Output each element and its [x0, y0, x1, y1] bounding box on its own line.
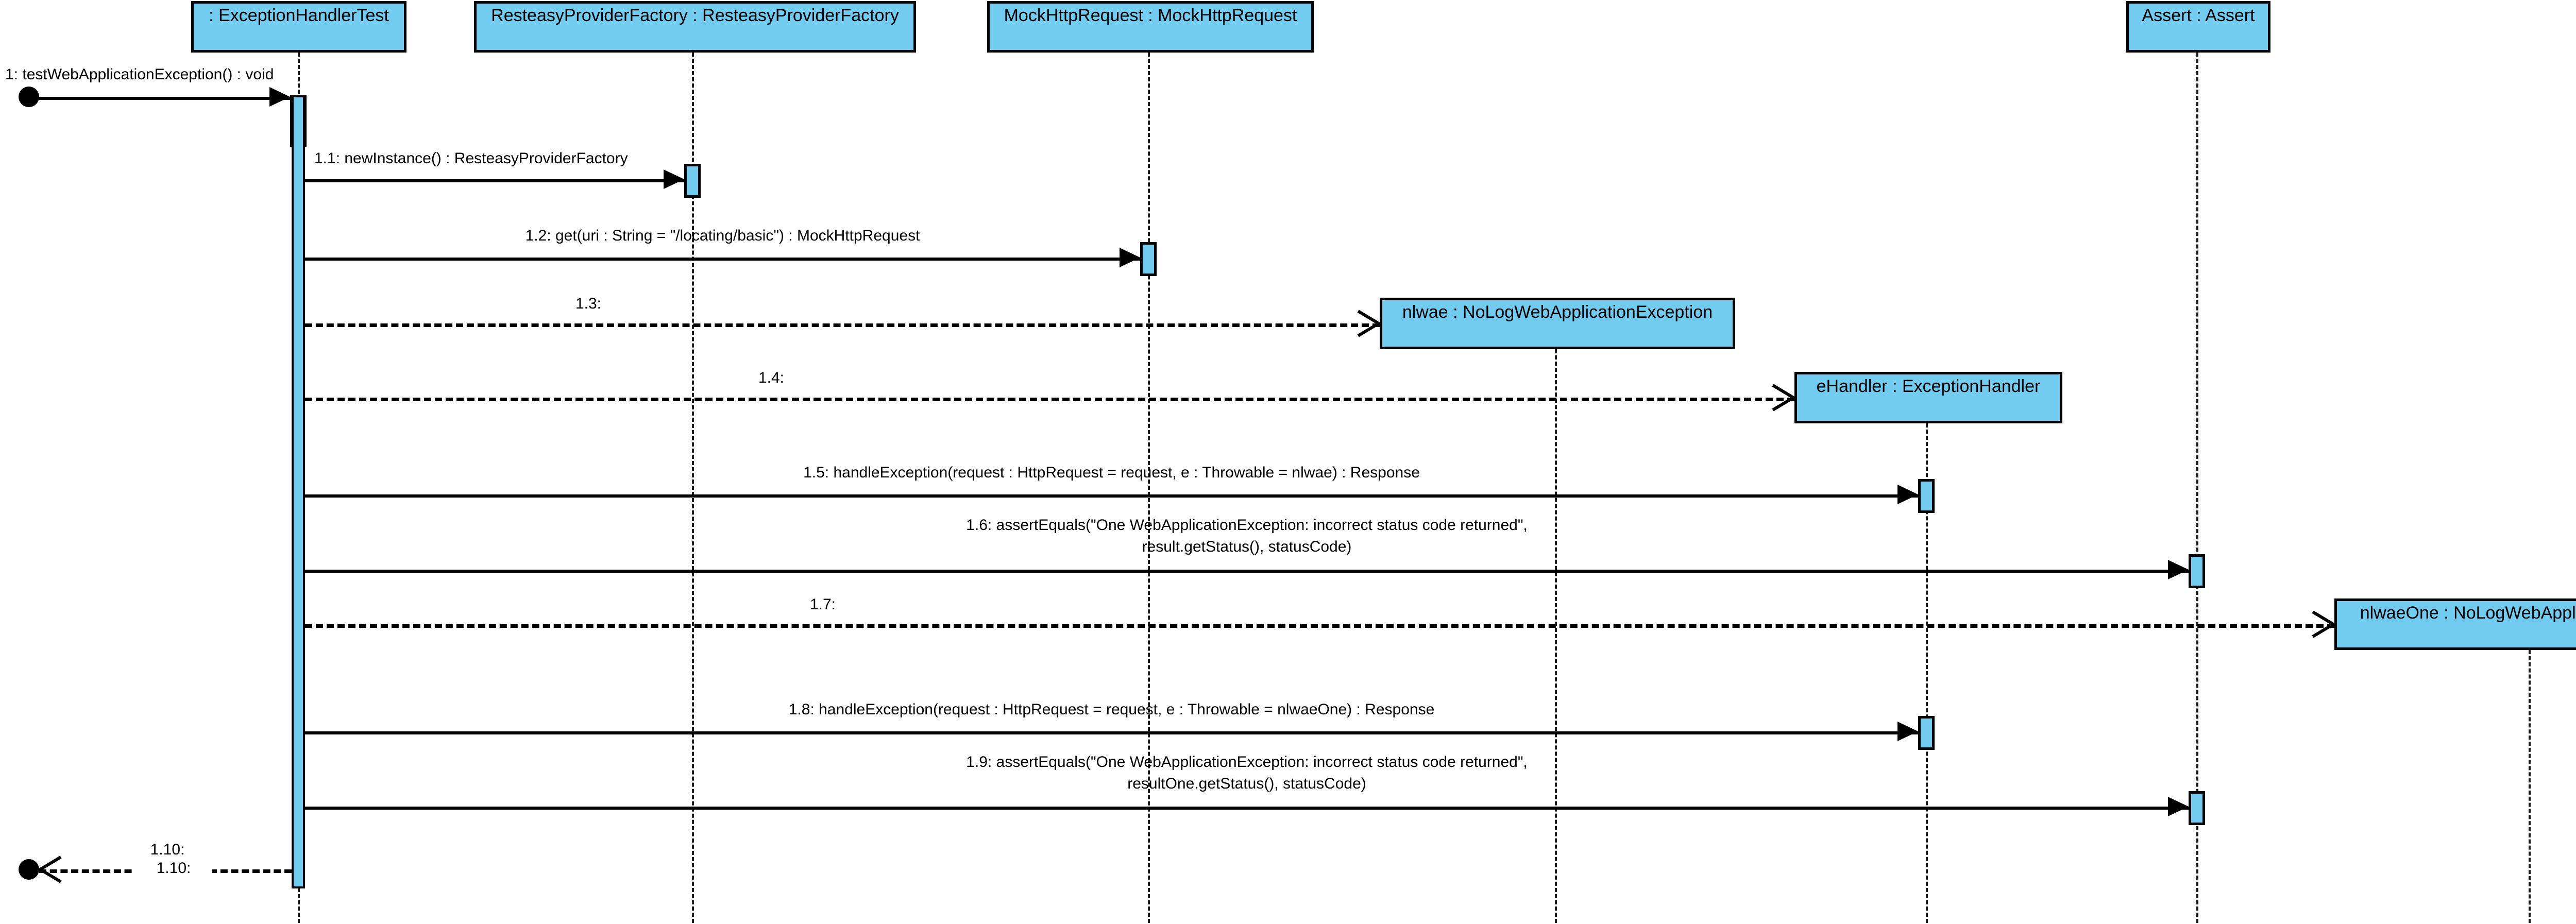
lifeline-header-assert[interactable]: Assert : Assert: [2126, 1, 2270, 53]
lifeline-header-resteasy-provider-factory[interactable]: ResteasyProviderFactory : ResteasyProvid…: [474, 1, 916, 53]
activation-bar-exception-handler-test: [292, 95, 305, 888]
arrow-head-open-right: [2312, 611, 2334, 638]
arrow-head-filled-right: [2168, 560, 2189, 579]
activation-bar-ehandler-handle-exception-2: [1918, 716, 1935, 750]
message-1-7-label: 1.7:: [809, 596, 836, 613]
return-message-end-dot: [19, 859, 39, 880]
message-1-9-label-line1: 1.9: assertEquals("One WebApplicationExc…: [966, 754, 1528, 771]
lifeline-header-label: Assert : Assert: [2142, 6, 2255, 25]
arrow-head-open-right: [1357, 310, 1380, 337]
arrow-head-filled-right: [1120, 248, 1140, 267]
activation-bar-ehandler-handle-exception-1: [1918, 479, 1935, 513]
message-1-10-label: 1.10:: [150, 841, 185, 858]
lifeline-header-label: ResteasyProviderFactory : ResteasyProvid…: [491, 6, 899, 25]
message-1-1-label: 1.1: newInstance() : ResteasyProviderFac…: [314, 150, 628, 167]
lifeline-header-exception-handler-test[interactable]: : ExceptionHandlerTest: [191, 1, 406, 53]
arrow-head-filled-right: [1897, 722, 1918, 741]
lifeline-resteasy-provider-factory: [692, 53, 694, 923]
lifeline-header-label: nlwae : NoLogWebApplicationException: [1402, 302, 1713, 322]
message-1-8-label: 1.8: handleException(request : HttpReque…: [788, 701, 1435, 718]
activation-bar-assert-2: [2189, 791, 2205, 825]
message-line: [305, 258, 1140, 261]
message-1-6-label-line2: result.getStatus(), statusCode): [1142, 538, 1352, 555]
message-line: [305, 624, 2334, 628]
lifeline-header-label: eHandler : ExceptionHandler: [1816, 377, 2041, 396]
message-line: [305, 807, 2189, 810]
arrow-head-filled-right: [2168, 797, 2189, 816]
message-line: [305, 570, 2189, 573]
message-line: [29, 97, 290, 100]
arrow-head-filled-right: [664, 169, 684, 189]
arrow-head-open-left: [39, 856, 62, 883]
activation-bar-resteasy-provider-factory: [684, 164, 701, 198]
message-1-4-label: 1.4:: [758, 369, 785, 386]
message-1-label: 1: testWebApplicationException() : void: [5, 66, 274, 83]
label-mask: [135, 856, 212, 884]
lifeline-header-label: MockHttpRequest : MockHttpRequest: [1004, 6, 1297, 25]
lifeline-nlwae-one: [2529, 650, 2531, 923]
message-line: [305, 731, 1918, 734]
message-1-9-label-line2: resultOne.getStatus(), statusCode): [1127, 775, 1366, 792]
lifeline-assert: [2196, 53, 2198, 923]
activation-bar-assert-1: [2189, 554, 2205, 588]
message-1-3-label: 1.3:: [575, 295, 602, 312]
lifeline-header-nlwae-one[interactable]: nlwaeOne : NoLogWebApplicationException: [2334, 598, 2576, 650]
message-line: [305, 398, 1794, 401]
lifeline-ehandler: [1926, 423, 1928, 923]
lifeline-mock-http-request: [1148, 53, 1150, 923]
arrow-head-filled-right: [1897, 485, 1918, 504]
arrow-head-filled-right: [269, 87, 290, 107]
lifeline-header-label: nlwaeOne : NoLogWebApplicationException: [2360, 603, 2576, 623]
lifeline-header-ehandler[interactable]: eHandler : ExceptionHandler: [1794, 372, 2062, 423]
lifeline-header-nlwae[interactable]: nlwae : NoLogWebApplicationException: [1380, 298, 1735, 349]
activation-bar-mock-http-request: [1140, 242, 1157, 276]
lifeline-header-label: : ExceptionHandlerTest: [209, 6, 389, 25]
message-1-10-label-visible: 1.10:: [156, 860, 191, 877]
lifeline-header-mock-http-request[interactable]: MockHttpRequest : MockHttpRequest: [987, 1, 1314, 53]
arrow-head-open-right: [1772, 384, 1794, 411]
message-1-2-label: 1.2: get(uri : String = "/locating/basic…: [525, 227, 920, 244]
lifeline-nlwae: [1555, 349, 1557, 923]
message-1-5-label: 1.5: handleException(request : HttpReque…: [803, 464, 1420, 481]
message-line: [305, 494, 1918, 498]
message-line: [305, 179, 684, 182]
message-1-6-label-line1: 1.6: assertEquals("One WebApplicationExc…: [966, 517, 1528, 534]
message-line: [305, 323, 1380, 327]
